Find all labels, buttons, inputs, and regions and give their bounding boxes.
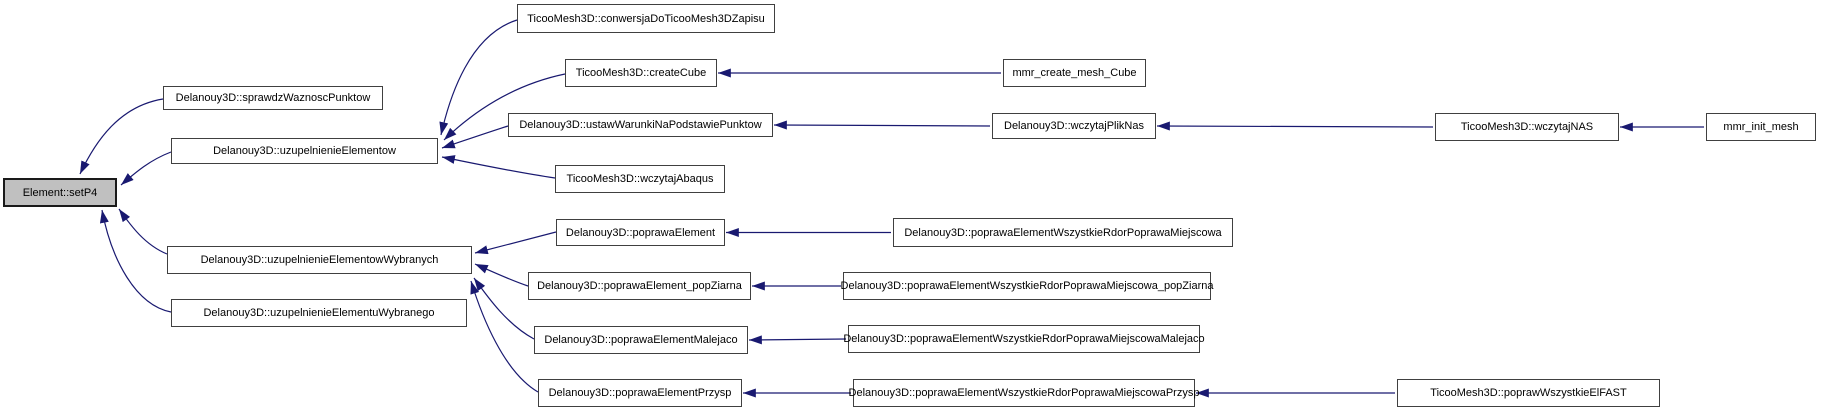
node-poprawaElement_popZiarna[interactable]: Delanouy3D::poprawaElement_popZiarna	[528, 272, 751, 300]
edge-poprawaElementWszystkieRdorPoprawaMiejscowaMalejaco-to-poprawaElementMalejaco	[748, 335, 847, 345]
node-label: mmr_init_mesh	[1723, 121, 1799, 133]
edge-conwersjaDoTicooMesh3DZapisu-to-uzupelnienieElementow	[439, 19, 518, 136]
node-poprawaElementMalejaco[interactable]: Delanouy3D::poprawaElementMalejaco	[534, 326, 748, 354]
node-label: Delanouy3D::poprawaElement_popZiarna	[537, 280, 742, 292]
node-mmr_init_mesh[interactable]: mmr_init_mesh	[1706, 113, 1816, 141]
node-label: Delanouy3D::poprawaElementWszystkieRdorP…	[848, 387, 1200, 399]
node-sprawdzWaznoscPunktow[interactable]: Delanouy3D::sprawdzWaznoscPunktow	[163, 86, 383, 110]
edge-poprawaElement_popZiarna-to-uzupelnienieElementowWybranych	[474, 263, 529, 287]
node-label: Delanouy3D::poprawaElementWszystkieRdorP…	[840, 280, 1214, 292]
edge-poprawaElementMalejaco-to-uzupelnienieElementowWybranych	[473, 277, 535, 340]
node-poprawWszystkieElFAST[interactable]: TicooMesh3D::poprawWszystkieElFAST	[1397, 379, 1660, 407]
node-wczytajPlikNas[interactable]: Delanouy3D::wczytajPlikNas	[992, 113, 1156, 139]
node-label: TicooMesh3D::wczytajNAS	[1460, 121, 1594, 133]
node-poprawaElementWszystkieRdorPoprawaMiejscowaPrzysp[interactable]: Delanouy3D::poprawaElementWszystkieRdorP…	[849, 379, 1199, 407]
edge-uzupelnienieElementow-to-setP4	[120, 151, 172, 186]
node-uzupelnienieElementuWybranego[interactable]: Delanouy3D::uzupelnienieElementuWybraneg…	[171, 299, 467, 327]
node-uzupelnienieElementowWybranych[interactable]: Delanouy3D::uzupelnienieElementowWybrany…	[167, 246, 472, 274]
node-wczytajNAS[interactable]: TicooMesh3D::wczytajNAS	[1435, 113, 1619, 141]
node-label: Delanouy3D::sprawdzWaznoscPunktow	[175, 92, 371, 104]
node-label: Delanouy3D::uzupelnienieElementowWybrany…	[200, 254, 439, 266]
node-label: TicooMesh3D::conwersjaDoTicooMesh3DZapis…	[527, 12, 765, 25]
node-label: TicooMesh3D::createCube	[575, 67, 707, 79]
node-conwersjaDoTicooMesh3DZapisu[interactable]: TicooMesh3D::conwersjaDoTicooMesh3DZapis…	[517, 4, 775, 33]
edge-wczytajNAS-to-wczytajPlikNas	[1156, 121, 1434, 131]
node-mmr_create_mesh_Cube[interactable]: mmr_create_mesh_Cube	[1003, 59, 1146, 87]
edge-ustawWarunkiNaPodstawiePunktow-to-uzupelnienieElementow	[441, 125, 509, 149]
edge-sprawdzWaznoscPunktow-to-setP4	[79, 98, 164, 175]
node-label: Delanouy3D::poprawaElement	[565, 226, 716, 239]
node-label: Delanouy3D::poprawaElementMalejaco	[544, 334, 738, 346]
node-label: Delanouy3D::poprawaElementPrzysp	[548, 387, 732, 399]
node-label: Delanouy3D::uzupelnienieElementuWybraneg…	[203, 307, 435, 319]
node-label: Delanouy3D::ustawWarunkiNaPodstawiePunkt…	[519, 119, 762, 131]
node-poprawaElementPrzysp[interactable]: Delanouy3D::poprawaElementPrzysp	[538, 379, 742, 407]
edge-uzupelnienieElementowWybranych-to-setP4	[118, 208, 168, 255]
node-label: mmr_create_mesh_Cube	[1012, 67, 1137, 79]
node-label: Delanouy3D::uzupelnienieElementow	[213, 145, 396, 157]
node-label: Delanouy3D::poprawaElementWszystkieRdorP…	[843, 333, 1205, 345]
node-poprawaElementWszystkieRdorPoprawaMiejscowa[interactable]: Delanouy3D::poprawaElementWszystkieRdorP…	[893, 218, 1233, 247]
node-poprawaElement[interactable]: Delanouy3D::poprawaElement	[556, 219, 725, 246]
node-label: TicooMesh3D::poprawWszystkieElFAST	[1430, 387, 1627, 399]
node-uzupelnienieElementow[interactable]: Delanouy3D::uzupelnienieElementow	[171, 138, 438, 164]
edge-wczytajPlikNas-to-ustawWarunkiNaPodstawiePunktow	[773, 120, 991, 130]
node-poprawaElementWszystkieRdorPoprawaMiejscowa_popZiarna[interactable]: Delanouy3D::poprawaElementWszystkieRdorP…	[840, 272, 1214, 300]
node-label: Element::setP4	[22, 186, 98, 199]
node-wczytajAbaqus[interactable]: TicooMesh3D::wczytajAbaqus	[555, 165, 725, 193]
node-ustawWarunkiNaPodstawiePunktow[interactable]: Delanouy3D::ustawWarunkiNaPodstawiePunkt…	[508, 113, 773, 137]
node-label: TicooMesh3D::wczytajAbaqus	[566, 173, 714, 185]
edge-uzupelnienieElementuWybranego-to-setP4	[99, 209, 172, 313]
node-createCube[interactable]: TicooMesh3D::createCube	[565, 59, 717, 87]
node-setP4: Element::setP4	[3, 178, 117, 207]
node-label: Delanouy3D::poprawaElementWszystkieRdorP…	[904, 226, 1222, 239]
edge-wczytajAbaqus-to-uzupelnienieElementow	[441, 155, 556, 179]
edge-poprawaElement-to-uzupelnienieElementowWybranych	[474, 231, 557, 255]
node-poprawaElementWszystkieRdorPoprawaMiejscowaMalejaco[interactable]: Delanouy3D::poprawaElementWszystkieRdorP…	[843, 325, 1205, 353]
node-label: Delanouy3D::wczytajPlikNas	[1004, 120, 1144, 132]
